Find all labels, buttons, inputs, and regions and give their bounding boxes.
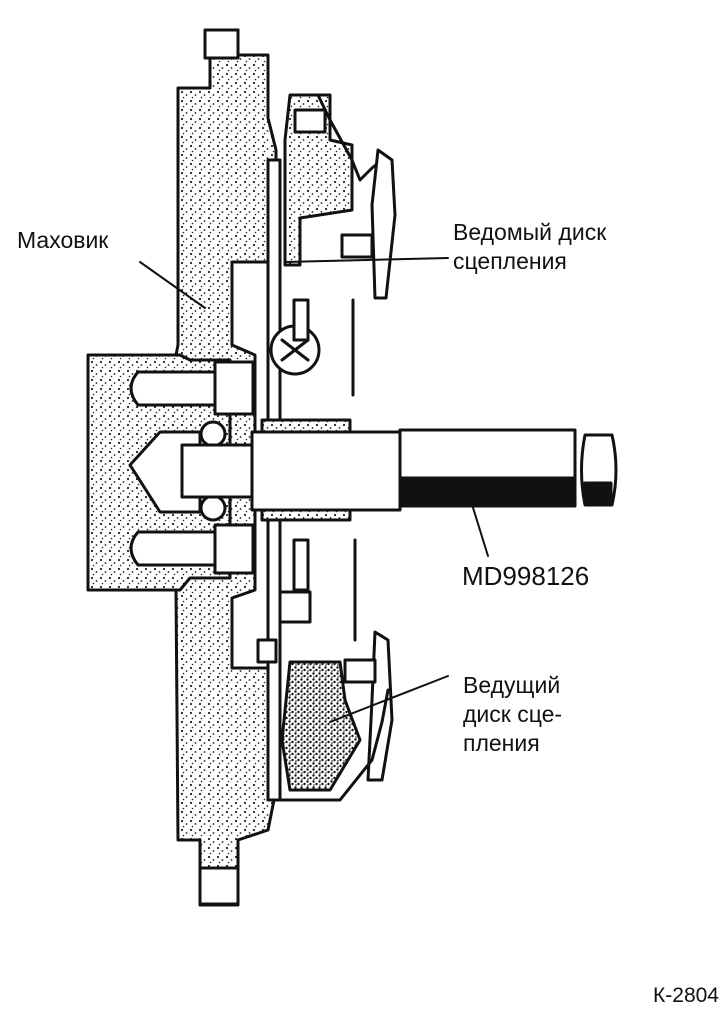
- pilot-bearing-lower: [199, 494, 227, 522]
- fastener-cover-bottom: [256, 638, 278, 664]
- driven-disc-label-line-2: сцепления: [453, 248, 567, 274]
- driven-disc-label: Ведомый диск сцепления: [453, 218, 606, 276]
- flywheel-label: Маховик: [17, 226, 108, 255]
- figure-code: К-2804: [653, 984, 719, 1007]
- pressure-plate-lower: [280, 660, 362, 792]
- crank-bolt-upper-head: [213, 360, 255, 416]
- leader-pressure-plate: [329, 675, 449, 723]
- cover-bottom-lip: [274, 688, 390, 802]
- pressure-plate-label-line-2: диск сце-: [463, 701, 563, 727]
- pressure-plate-label-line-3: пления: [463, 730, 540, 756]
- fastener-upper-right: [340, 233, 374, 259]
- fastener-cover-top: [293, 108, 327, 134]
- alignment-tool-shaft-shadow: [398, 476, 577, 506]
- driven-disc-label-line-1: Ведомый диск: [453, 219, 607, 245]
- fastener-lower-right: [343, 658, 377, 684]
- tool-label: MD998126: [462, 562, 589, 591]
- torsion-spring-lower: [278, 590, 312, 624]
- crank-bolt-lower-head: [213, 523, 255, 575]
- torsion-spring-upper-coil: [280, 338, 310, 362]
- alignment-tool-shaft-mid: [250, 430, 402, 512]
- spline-slot-upper: [292, 298, 310, 342]
- flywheel-label-text: Маховик: [17, 227, 109, 253]
- alignment-tool-handle-shadow: [583, 481, 613, 505]
- diaphragm-spring-upper: [370, 148, 397, 300]
- leader-flywheel: [139, 261, 206, 309]
- flywheel-bottom-bolt: [198, 866, 240, 906]
- cover-top-lip: [316, 93, 384, 182]
- pressure-plate-label: Ведущий диск сце- пления: [463, 671, 562, 758]
- spline-slot-lower: [292, 538, 310, 592]
- leader-tool: [469, 497, 489, 557]
- tool-label-text: MD998126: [462, 561, 590, 591]
- alignment-tool-shaft-small: [180, 443, 254, 499]
- flywheel-top-bolt: [203, 28, 240, 60]
- pilot-bearing-upper: [199, 420, 227, 448]
- pressure-plate-label-line-1: Ведущий: [463, 672, 561, 698]
- leader-driven-disc: [284, 257, 449, 263]
